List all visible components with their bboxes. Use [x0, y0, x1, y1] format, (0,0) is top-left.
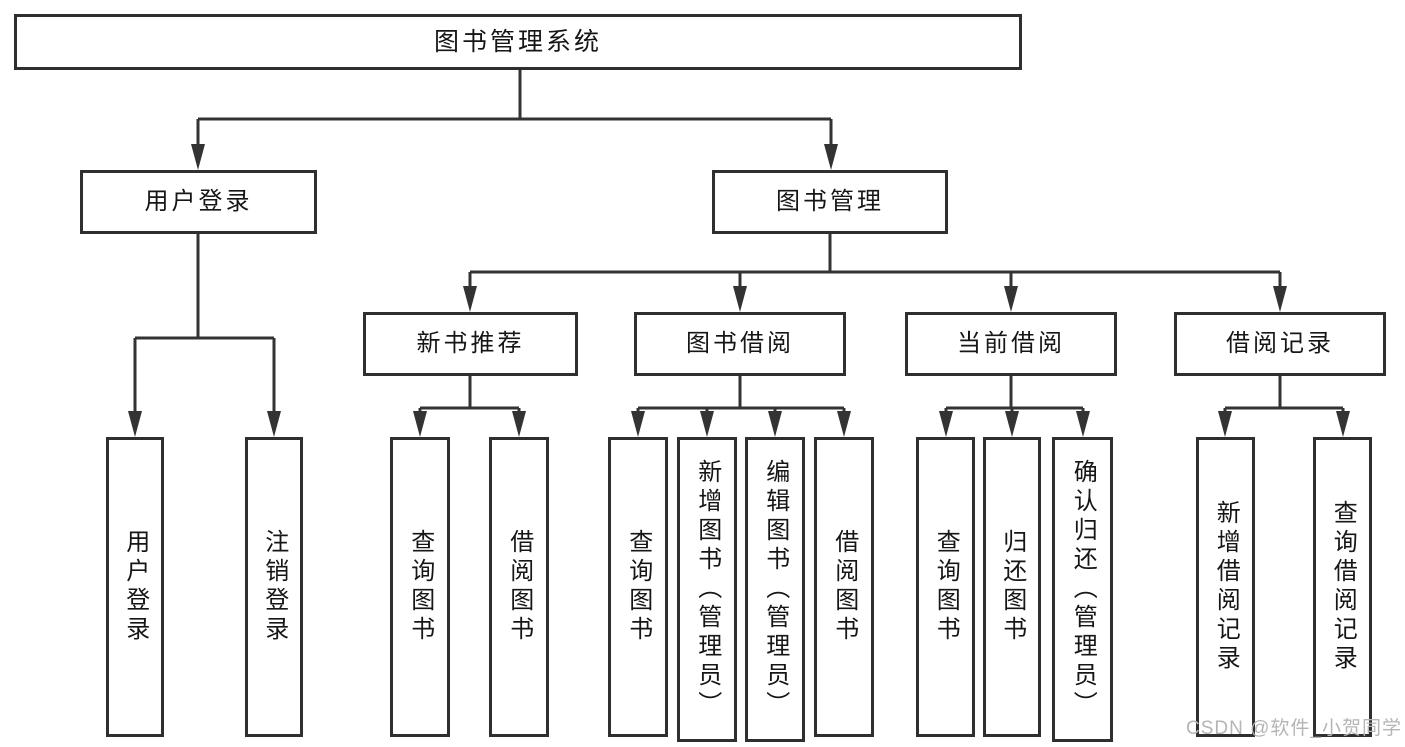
leaf-user-login: 用户登录 [106, 437, 164, 737]
leaf-records-query-record: 查询借阅记录 [1313, 437, 1372, 737]
leaf-records-add-record: 新增借阅记录 [1196, 437, 1255, 737]
node-root-library-system: 图书管理系统 [14, 14, 1022, 70]
leaf-current-query-books: 查询图书 [916, 437, 975, 737]
leaf-current-return-books: 归还图书 [983, 437, 1041, 737]
node-book-management: 图书管理 [712, 170, 948, 234]
node-book-borrowing: 图书借阅 [634, 312, 846, 376]
leaf-logout: 注销登录 [245, 437, 303, 737]
leaf-recommend-borrow-books: 借阅图书 [489, 437, 549, 737]
leaf-borrowing-borrow-books: 借阅图书 [814, 437, 874, 737]
leaf-current-confirm-return-admin: 确认归还（管理员） [1052, 437, 1113, 742]
leaf-recommend-query-books: 查询图书 [390, 437, 450, 737]
arrowheads [128, 144, 1350, 437]
connector-lines [133, 70, 1345, 415]
leaf-borrowing-edit-books-admin: 编辑图书（管理员） [745, 437, 805, 742]
node-current-borrowing: 当前借阅 [905, 312, 1117, 376]
leaf-borrowing-add-books-admin: 新增图书（管理员） [677, 437, 737, 742]
node-user-login: 用户登录 [80, 170, 317, 234]
csdn-watermark: CSDN @软件_小贺同学 [1186, 718, 1402, 739]
node-new-book-recommend: 新书推荐 [363, 312, 578, 376]
node-borrowing-records: 借阅记录 [1174, 312, 1386, 376]
leaf-borrowing-query-books: 查询图书 [608, 437, 668, 737]
